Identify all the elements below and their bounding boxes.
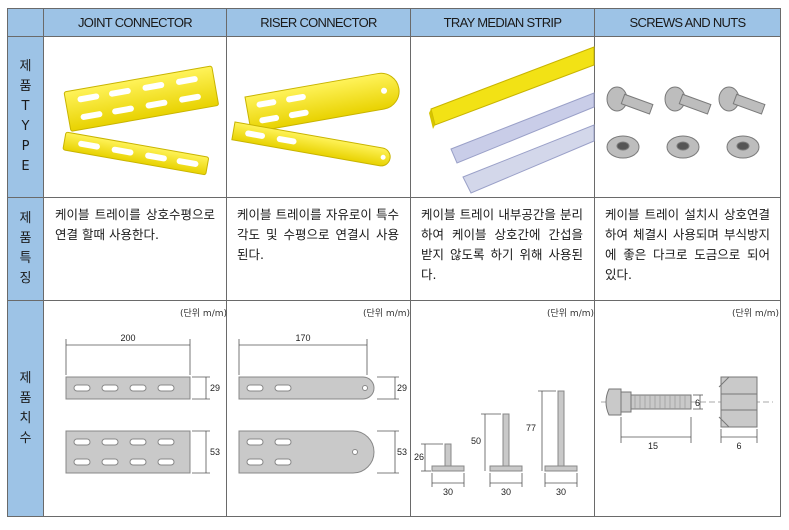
feature-screws-and-nuts: 케이블 트레이 설치시 상호연결하여 체결시 사용되며 부식방지에 좋은 다크로… bbox=[605, 207, 770, 282]
dim-height-large: 53 bbox=[397, 447, 407, 457]
dim-w2: 30 bbox=[501, 487, 511, 497]
label-char: 품 bbox=[19, 390, 32, 406]
dim-height-large: 53 bbox=[210, 447, 220, 457]
dim-screw-diameter: 6 bbox=[695, 398, 700, 408]
label-char: 특 bbox=[19, 251, 32, 266]
screw-nut-drawing: 6 15 6 bbox=[601, 376, 773, 451]
riser-connector-drawing: 170 29 53 bbox=[238, 333, 407, 474]
label-char: P bbox=[21, 139, 30, 154]
label-char: 제 bbox=[19, 211, 32, 226]
label-char: 치 bbox=[19, 410, 32, 426]
unit-label: (단위 m/m) bbox=[363, 309, 411, 319]
tray-median-strip-image bbox=[429, 46, 595, 194]
label-char: E bbox=[21, 159, 30, 174]
grid-line bbox=[226, 8, 227, 517]
tray-median-strip-drawing: 26 30 50 30 77 30 bbox=[414, 390, 578, 497]
header-tray-median-strip: TRAY MEDIAN STRIP bbox=[411, 9, 594, 36]
row-label-type: 제 품 T Y P E bbox=[8, 37, 43, 197]
dim-h3: 77 bbox=[526, 423, 536, 433]
dim-length: 200 bbox=[120, 333, 135, 343]
grid-line bbox=[8, 300, 780, 301]
dim-h2: 50 bbox=[471, 436, 481, 446]
screws-and-nuts-image bbox=[606, 86, 766, 159]
dim-nut-size: 6 bbox=[736, 441, 741, 451]
label-char: 징 bbox=[19, 271, 32, 286]
feature-riser-connector: 케이블 트레이를 자유로이 특수 각도 및 수평으로 연결시 사용된다. bbox=[237, 207, 399, 262]
dim-w1: 30 bbox=[443, 487, 453, 497]
header-joint-connector: JOINT CONNECTOR bbox=[44, 9, 226, 36]
grid-line bbox=[594, 8, 595, 517]
grid-line bbox=[43, 8, 44, 517]
label-char: 제 bbox=[19, 370, 32, 386]
riser-connector-image bbox=[231, 72, 400, 167]
label-char: 수 bbox=[19, 430, 32, 446]
label-char: 품 bbox=[19, 79, 32, 94]
feature-joint-connector: 케이블 트레이를 상호수평으로 연결 할때 사용한다. bbox=[55, 207, 215, 242]
label-char: 품 bbox=[19, 231, 32, 246]
dim-height-small: 29 bbox=[397, 383, 407, 393]
joint-connector-drawing: 200 29 53 bbox=[65, 333, 220, 474]
label-char: 제 bbox=[19, 59, 32, 74]
header-screws-and-nuts: SCREWS AND NUTS bbox=[595, 9, 780, 36]
row-label-features: 제 품 특 징 bbox=[8, 198, 43, 300]
row-label-dimensions: 제 품 치 수 bbox=[8, 301, 43, 516]
feature-tray-median-strip: 케이블 트레이 내부공간을 분리하여 케이블 상호간에 간섭을 받지 않도록 하… bbox=[421, 207, 583, 282]
grid-line bbox=[8, 36, 780, 37]
dim-w3: 30 bbox=[556, 487, 566, 497]
dim-screw-length: 15 bbox=[648, 441, 658, 451]
header-corner bbox=[8, 9, 43, 36]
grid-line bbox=[410, 8, 411, 517]
unit-label: (단위 m/m) bbox=[180, 309, 228, 319]
unit-label: (단위 m/m) bbox=[732, 309, 780, 319]
table-frame bbox=[7, 8, 781, 517]
dim-h1: 26 bbox=[414, 452, 424, 462]
joint-connector-image bbox=[62, 65, 219, 176]
unit-label: (단위 m/m) bbox=[547, 309, 595, 319]
label-char: Y bbox=[21, 119, 30, 134]
dim-height-small: 29 bbox=[210, 383, 220, 393]
header-riser-connector: RISER CONNECTOR bbox=[227, 9, 410, 36]
dim-length: 170 bbox=[295, 333, 310, 343]
grid-line bbox=[8, 197, 780, 198]
label-char: T bbox=[21, 99, 30, 114]
